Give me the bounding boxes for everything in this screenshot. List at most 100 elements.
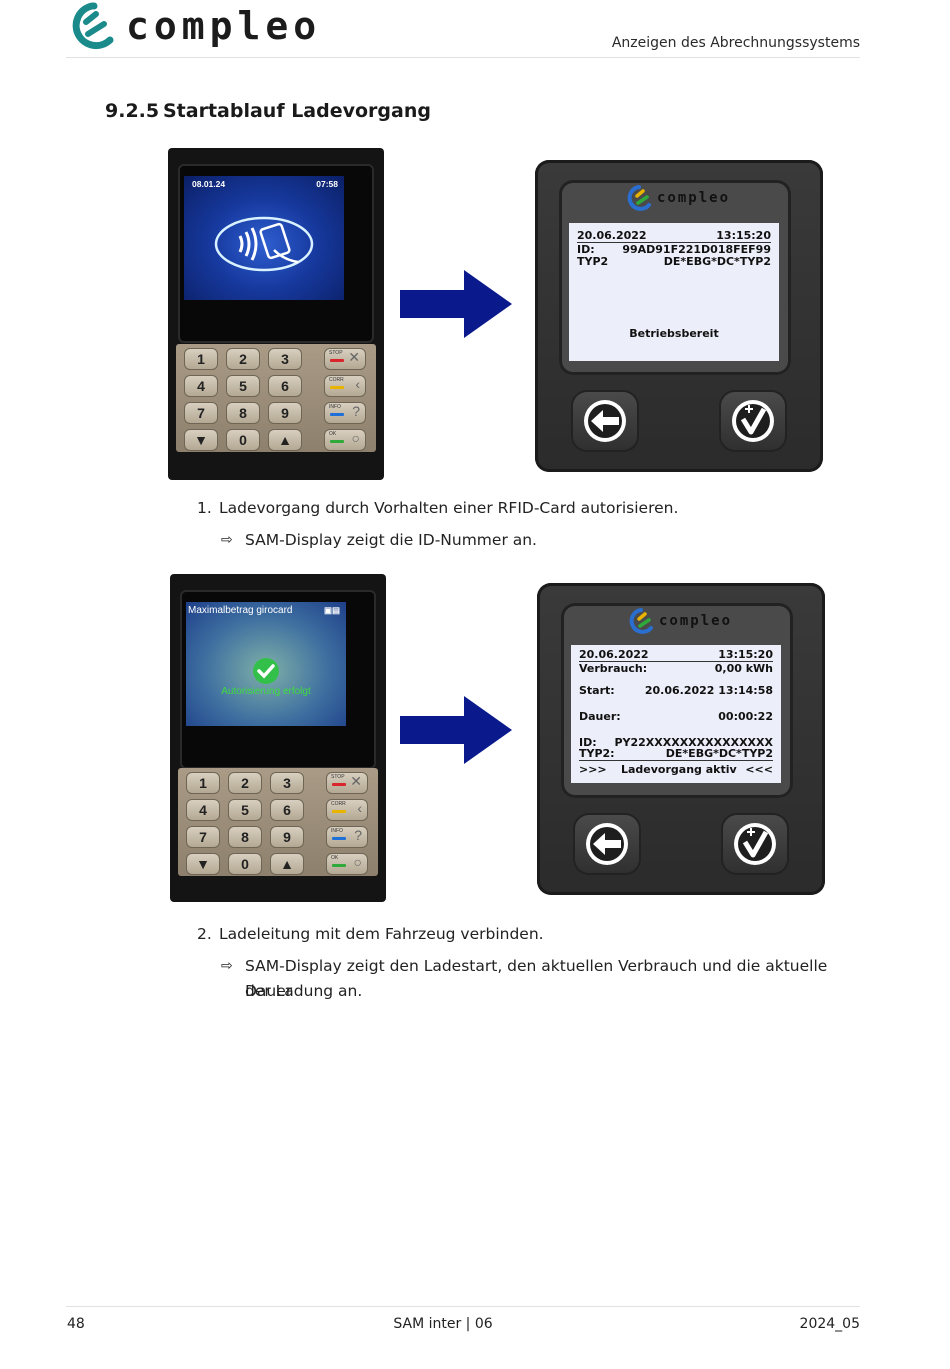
step-2: 2. Ladeleitung mit dem Fahrzeug verbinden… <box>197 925 544 943</box>
sam-screen: 20.06.2022 13:15:20 ID: 99AD91F221D018FE… <box>569 223 779 361</box>
confirm-check-icon[interactable] <box>733 822 777 866</box>
step-2-result-line-1: SAM-Display zeigt den Ladestart, den akt… <box>245 957 828 1000</box>
section-number: 9.2.5 <box>105 100 160 122</box>
sam-id-row: ID: 99AD91F221D018FEF99 <box>577 243 771 256</box>
step-2-text: Ladeleitung mit dem Fahrzeug verbinden. <box>219 925 544 943</box>
key-3[interactable]: 3 <box>270 772 304 794</box>
key-corr[interactable]: CORR ‹ <box>326 799 368 821</box>
footer-divider <box>66 1306 860 1307</box>
key-6[interactable]: 6 <box>268 375 302 397</box>
key-ok[interactable]: OK ○ <box>326 853 368 875</box>
terminal-time: 07:58 <box>316 179 338 189</box>
document-id: SAM inter | 06 <box>393 1316 493 1332</box>
result-arrow-icon: ⇨ <box>221 532 233 548</box>
key-7[interactable]: 7 <box>186 826 220 848</box>
key-info[interactable]: INFO ? <box>324 402 366 424</box>
brand-wordmark: compleo <box>126 4 322 48</box>
sam-display-1: compleo 20.06.2022 13:15:20 ID: 99AD91F2… <box>535 160 823 472</box>
contactless-card-icon <box>214 216 314 272</box>
key-6[interactable]: 6 <box>270 799 304 821</box>
sam-consumption-row: Verbrauch: 0,00 kWh <box>579 662 773 675</box>
key-4[interactable]: 4 <box>184 375 218 397</box>
confirm-check-icon[interactable] <box>731 399 775 443</box>
terminal-keypad: 1 2 3 4 5 6 7 8 9 ▼ 0 ▲ STOP ✕ CORR ‹ IN… <box>178 768 378 876</box>
key-1[interactable]: 1 <box>186 772 220 794</box>
step-2-result: ⇨ SAM-Display zeigt den Ladestart, den a… <box>221 954 861 1006</box>
step-1-number: 1. <box>197 499 212 517</box>
sam-type-row: TYP2 DE*EBG*DC*TYP2 <box>577 255 771 268</box>
terminal-message: Autorisierung erfolgt <box>221 686 311 697</box>
key-4[interactable]: 4 <box>186 799 220 821</box>
compleo-logo-icon <box>72 2 114 50</box>
step-1-text: Ladevorgang durch Vorhalten einer RFID-C… <box>219 499 679 517</box>
terminal-screen: 08.01.24 07:58 <box>184 176 344 300</box>
step-1: 1. Ladevorgang durch Vorhalten einer RFID… <box>197 499 678 517</box>
sam-screen: 20.06.2022 13:15:20 Verbrauch: 0,00 kWh … <box>571 645 781 783</box>
header-divider <box>66 57 860 58</box>
terminal-status-bar: 08.01.24 07:58 <box>184 176 344 192</box>
step-1-result-text: SAM-Display zeigt die ID-Nummer an. <box>245 531 537 549</box>
key-down[interactable]: ▼ <box>184 429 218 451</box>
terminal-status-bar: Maximalbetrag girocard ▣▤ <box>186 602 346 618</box>
key-stop[interactable]: STOP ✕ <box>326 772 368 794</box>
sam-display-2: compleo 20.06.2022 13:15:20 Verbrauch: 0… <box>537 583 825 895</box>
compleo-logo-icon <box>627 185 651 211</box>
sam-status-row: >>> Ladevorgang aktiv <<< <box>579 763 773 776</box>
key-3[interactable]: 3 <box>268 348 302 370</box>
sam-brand: compleo <box>659 613 733 629</box>
page-number: 48 <box>67 1316 85 1332</box>
key-0[interactable]: 0 <box>228 853 262 875</box>
terminal-title: Maximalbetrag girocard <box>188 605 293 616</box>
terminal-status-icons: ▣▤ <box>323 605 340 615</box>
key-2[interactable]: 2 <box>228 772 262 794</box>
sam-start-row: Start: 20.06.2022 13:14:58 <box>579 684 773 697</box>
key-7[interactable]: 7 <box>184 402 218 424</box>
document-date: 2024_05 <box>799 1316 860 1332</box>
sam-duration-row: Dauer: 00:00:22 <box>579 710 773 723</box>
terminal-screen: Maximalbetrag girocard ▣▤ Autorisierung … <box>186 602 346 726</box>
sam-type-row: TYP2: DE*EBG*DC*TYP2 <box>579 747 773 760</box>
key-2[interactable]: 2 <box>226 348 260 370</box>
key-8[interactable]: 8 <box>226 402 260 424</box>
compleo-logo-icon <box>629 608 653 634</box>
card-terminal-2: Maximalbetrag girocard ▣▤ Autorisierung … <box>170 574 386 902</box>
key-0[interactable]: 0 <box>226 429 260 451</box>
sam-id-row: ID: PY22XXXXXXXXXXXXXXX <box>579 736 773 749</box>
key-down[interactable]: ▼ <box>186 853 220 875</box>
result-arrow-icon: ⇨ <box>221 958 233 974</box>
header-title: Anzeigen des Abrechnungssystems <box>611 35 860 51</box>
key-5[interactable]: 5 <box>226 375 260 397</box>
step-2-result-line-2: der Ladung an. <box>245 982 363 1000</box>
key-ok[interactable]: OK ○ <box>324 429 366 451</box>
sam-status: Ladevorgang aktiv <box>621 763 737 776</box>
sam-datetime: 20.06.2022 13:15:20 <box>577 229 771 242</box>
arrow-right-icon <box>400 696 512 764</box>
terminal-keypad: 1 2 3 4 5 6 7 8 9 ▼ 0 ▲ STOP ✕ CORR ‹ IN… <box>176 344 376 452</box>
key-corr-label: CORR <box>329 377 344 383</box>
key-9[interactable]: 9 <box>270 826 304 848</box>
back-arrow-icon[interactable] <box>583 399 627 443</box>
step-2-number: 2. <box>197 925 212 943</box>
arrow-right-icon <box>400 270 512 338</box>
sam-datetime: 20.06.2022 13:15:20 <box>579 648 773 661</box>
key-5[interactable]: 5 <box>228 799 262 821</box>
key-corr[interactable]: CORR ‹ <box>324 375 366 397</box>
back-arrow-icon[interactable] <box>585 822 629 866</box>
sam-status: Betriebsbereit <box>629 327 719 340</box>
key-info-label: INFO <box>329 404 341 410</box>
key-up[interactable]: ▲ <box>270 853 304 875</box>
key-stop[interactable]: STOP ✕ <box>324 348 366 370</box>
key-stop-label: STOP <box>329 350 343 356</box>
key-9[interactable]: 9 <box>268 402 302 424</box>
sam-brand: compleo <box>657 190 731 206</box>
key-up[interactable]: ▲ <box>268 429 302 451</box>
section-title: Startablauf Ladevorgang <box>163 100 431 122</box>
key-8[interactable]: 8 <box>228 826 262 848</box>
key-1[interactable]: 1 <box>184 348 218 370</box>
terminal-date: 08.01.24 <box>192 179 226 189</box>
compleo-logo: compleo <box>66 2 316 52</box>
key-info[interactable]: INFO ? <box>326 826 368 848</box>
step-1-result: ⇨ SAM-Display zeigt die ID-Nummer an. <box>221 528 861 554</box>
check-circle-icon <box>253 658 279 684</box>
